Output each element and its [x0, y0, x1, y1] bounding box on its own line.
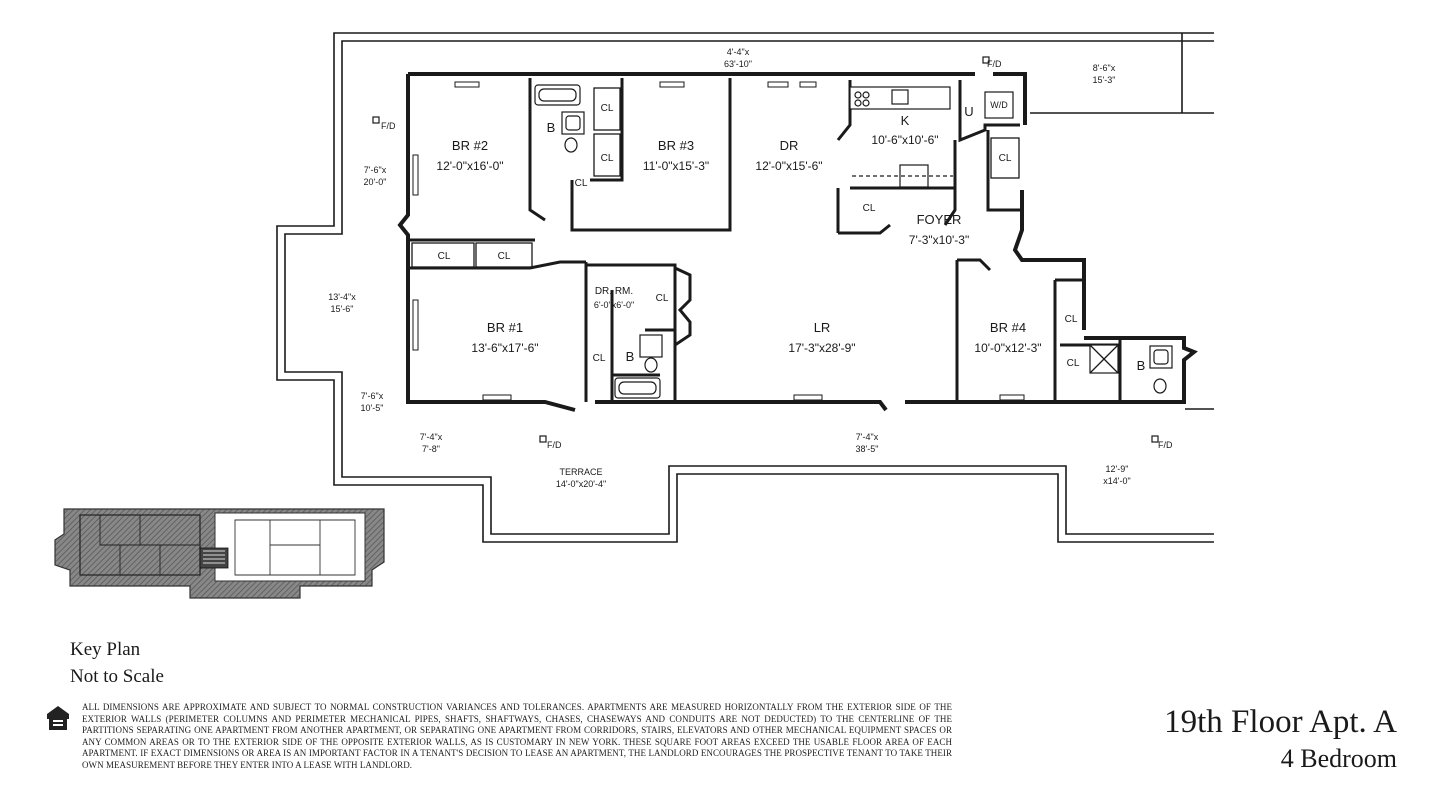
- fixtures: [534, 84, 1173, 399]
- room-br1-name: BR #1: [487, 320, 523, 335]
- room-br1-dims: 13'-6"x17'-6": [471, 341, 538, 355]
- fd-label-1: F/D: [381, 121, 396, 131]
- closet-label-2: CL: [498, 251, 511, 262]
- apartment-walls: [397, 72, 1198, 412]
- terrace-dim-left-mid-b: 15'-6": [331, 304, 354, 314]
- key-plan-line1: Key Plan: [70, 639, 141, 660]
- terrace-dim-left-lower-a: 7'-6"x: [361, 391, 384, 401]
- terrace-dims: 14'-0"x20'-4": [556, 479, 606, 489]
- equal-housing-icon: [47, 706, 69, 730]
- room-dr-dims: 12'-0"x15'-6": [755, 159, 822, 173]
- utility-label: U: [964, 104, 973, 119]
- closet-label-6: CL: [656, 293, 669, 304]
- terrace-dim-bottom-right-b: x14'-0": [1103, 476, 1130, 486]
- terrace-dim-bottom-left-a: 7'-4"x: [420, 432, 443, 442]
- room-br2-dims: 12'-0"x16'-0": [436, 159, 503, 173]
- room-br2-name: BR #2: [452, 138, 488, 153]
- terrace-dim-bottom-right-a: 12'-9": [1106, 464, 1129, 474]
- bath-label-3: B: [1137, 358, 1146, 373]
- room-dressing-dims: 6'-0"x6'-0": [594, 300, 634, 310]
- terrace-dim-top-a: 4'-4"x: [727, 47, 750, 57]
- terrace-dim-bottom-mid-b: 38'-5": [856, 444, 879, 454]
- room-foyer-dims: 7'-3"x10'-3": [909, 233, 969, 247]
- fd-label-3: F/D: [547, 440, 562, 450]
- terrace-dim-bottom-left-b: 7'-8": [422, 444, 440, 454]
- closet-label-10: CL: [1065, 314, 1078, 325]
- terrace-dim-top-right-a: 8'-6"x: [1093, 63, 1116, 73]
- room-dressing-name: DR. RM.: [595, 286, 633, 297]
- bath-label-2: B: [626, 349, 635, 364]
- terrace-dim-bottom-mid-a: 7'-4"x: [856, 432, 879, 442]
- closet-label-11: CL: [1067, 358, 1080, 369]
- terrace-label: TERRACE: [559, 467, 602, 477]
- room-kitchen-dims: 10'-6"x10'-6": [871, 133, 938, 147]
- closet-label-1: CL: [438, 251, 451, 262]
- room-kitchen-name: K: [901, 113, 910, 128]
- windows: [412, 81, 1025, 401]
- closet-label-7: CL: [593, 353, 606, 364]
- fd-label-4: F/D: [1158, 440, 1173, 450]
- apartment-title: 19th Floor Apt. A 4 Bedroom: [1164, 702, 1397, 776]
- closet-label-8: CL: [863, 203, 876, 214]
- room-lr-dims: 17'-3"x28'-9": [788, 341, 855, 355]
- room-br4-dims: 10'-0"x12'-3": [974, 341, 1041, 355]
- room-br3-dims: 11'-0"x15'-3": [643, 159, 709, 173]
- key-plan-thumbnail: [54, 508, 385, 599]
- closet-label-4: CL: [601, 153, 614, 164]
- apartment-bedrooms: 4 Bedroom: [1280, 744, 1397, 773]
- closet-label-9: CL: [999, 153, 1012, 164]
- room-lr-name: LR: [814, 320, 831, 335]
- floor-plan: 4'-4"x 63'-10" 8'-6"x 15'-3" 7'-6"x 20'-…: [54, 32, 1214, 599]
- terrace-outline: [276, 32, 1214, 543]
- terrace-dim-top-b: 63'-10": [724, 59, 752, 69]
- terrace-dim-top-right-b: 15'-3": [1093, 75, 1116, 85]
- room-br4-name: BR #4: [990, 320, 1026, 335]
- terrace-dim-left-upper-b: 20'-0": [364, 177, 387, 187]
- bath-label-1: B: [547, 120, 556, 135]
- key-plan-label: Key Plan Not to Scale: [70, 636, 164, 690]
- room-br3-name: BR #3: [658, 138, 694, 153]
- terrace-dim-left-upper-a: 7'-6"x: [364, 165, 387, 175]
- terrace-dim-left-mid-a: 13'-4"x: [328, 292, 356, 302]
- room-foyer-name: FOYER: [917, 212, 962, 227]
- key-plan-line2: Not to Scale: [70, 666, 164, 687]
- room-dr-name: DR: [780, 138, 799, 153]
- terrace-dim-left-lower-b: 10'-5": [361, 403, 384, 413]
- floor-drains: [372, 56, 1159, 443]
- washer-dryer-label: W/D: [990, 100, 1008, 110]
- apartment-floor-unit: 19th Floor Apt. A: [1164, 704, 1397, 740]
- fd-label-2: F/D: [987, 59, 1002, 69]
- closet-label-3: CL: [601, 103, 614, 114]
- legal-disclaimer: ALL DIMENSIONS ARE APPROXIMATE AND SUBJE…: [82, 702, 952, 770]
- closet-label-5: CL: [575, 178, 588, 189]
